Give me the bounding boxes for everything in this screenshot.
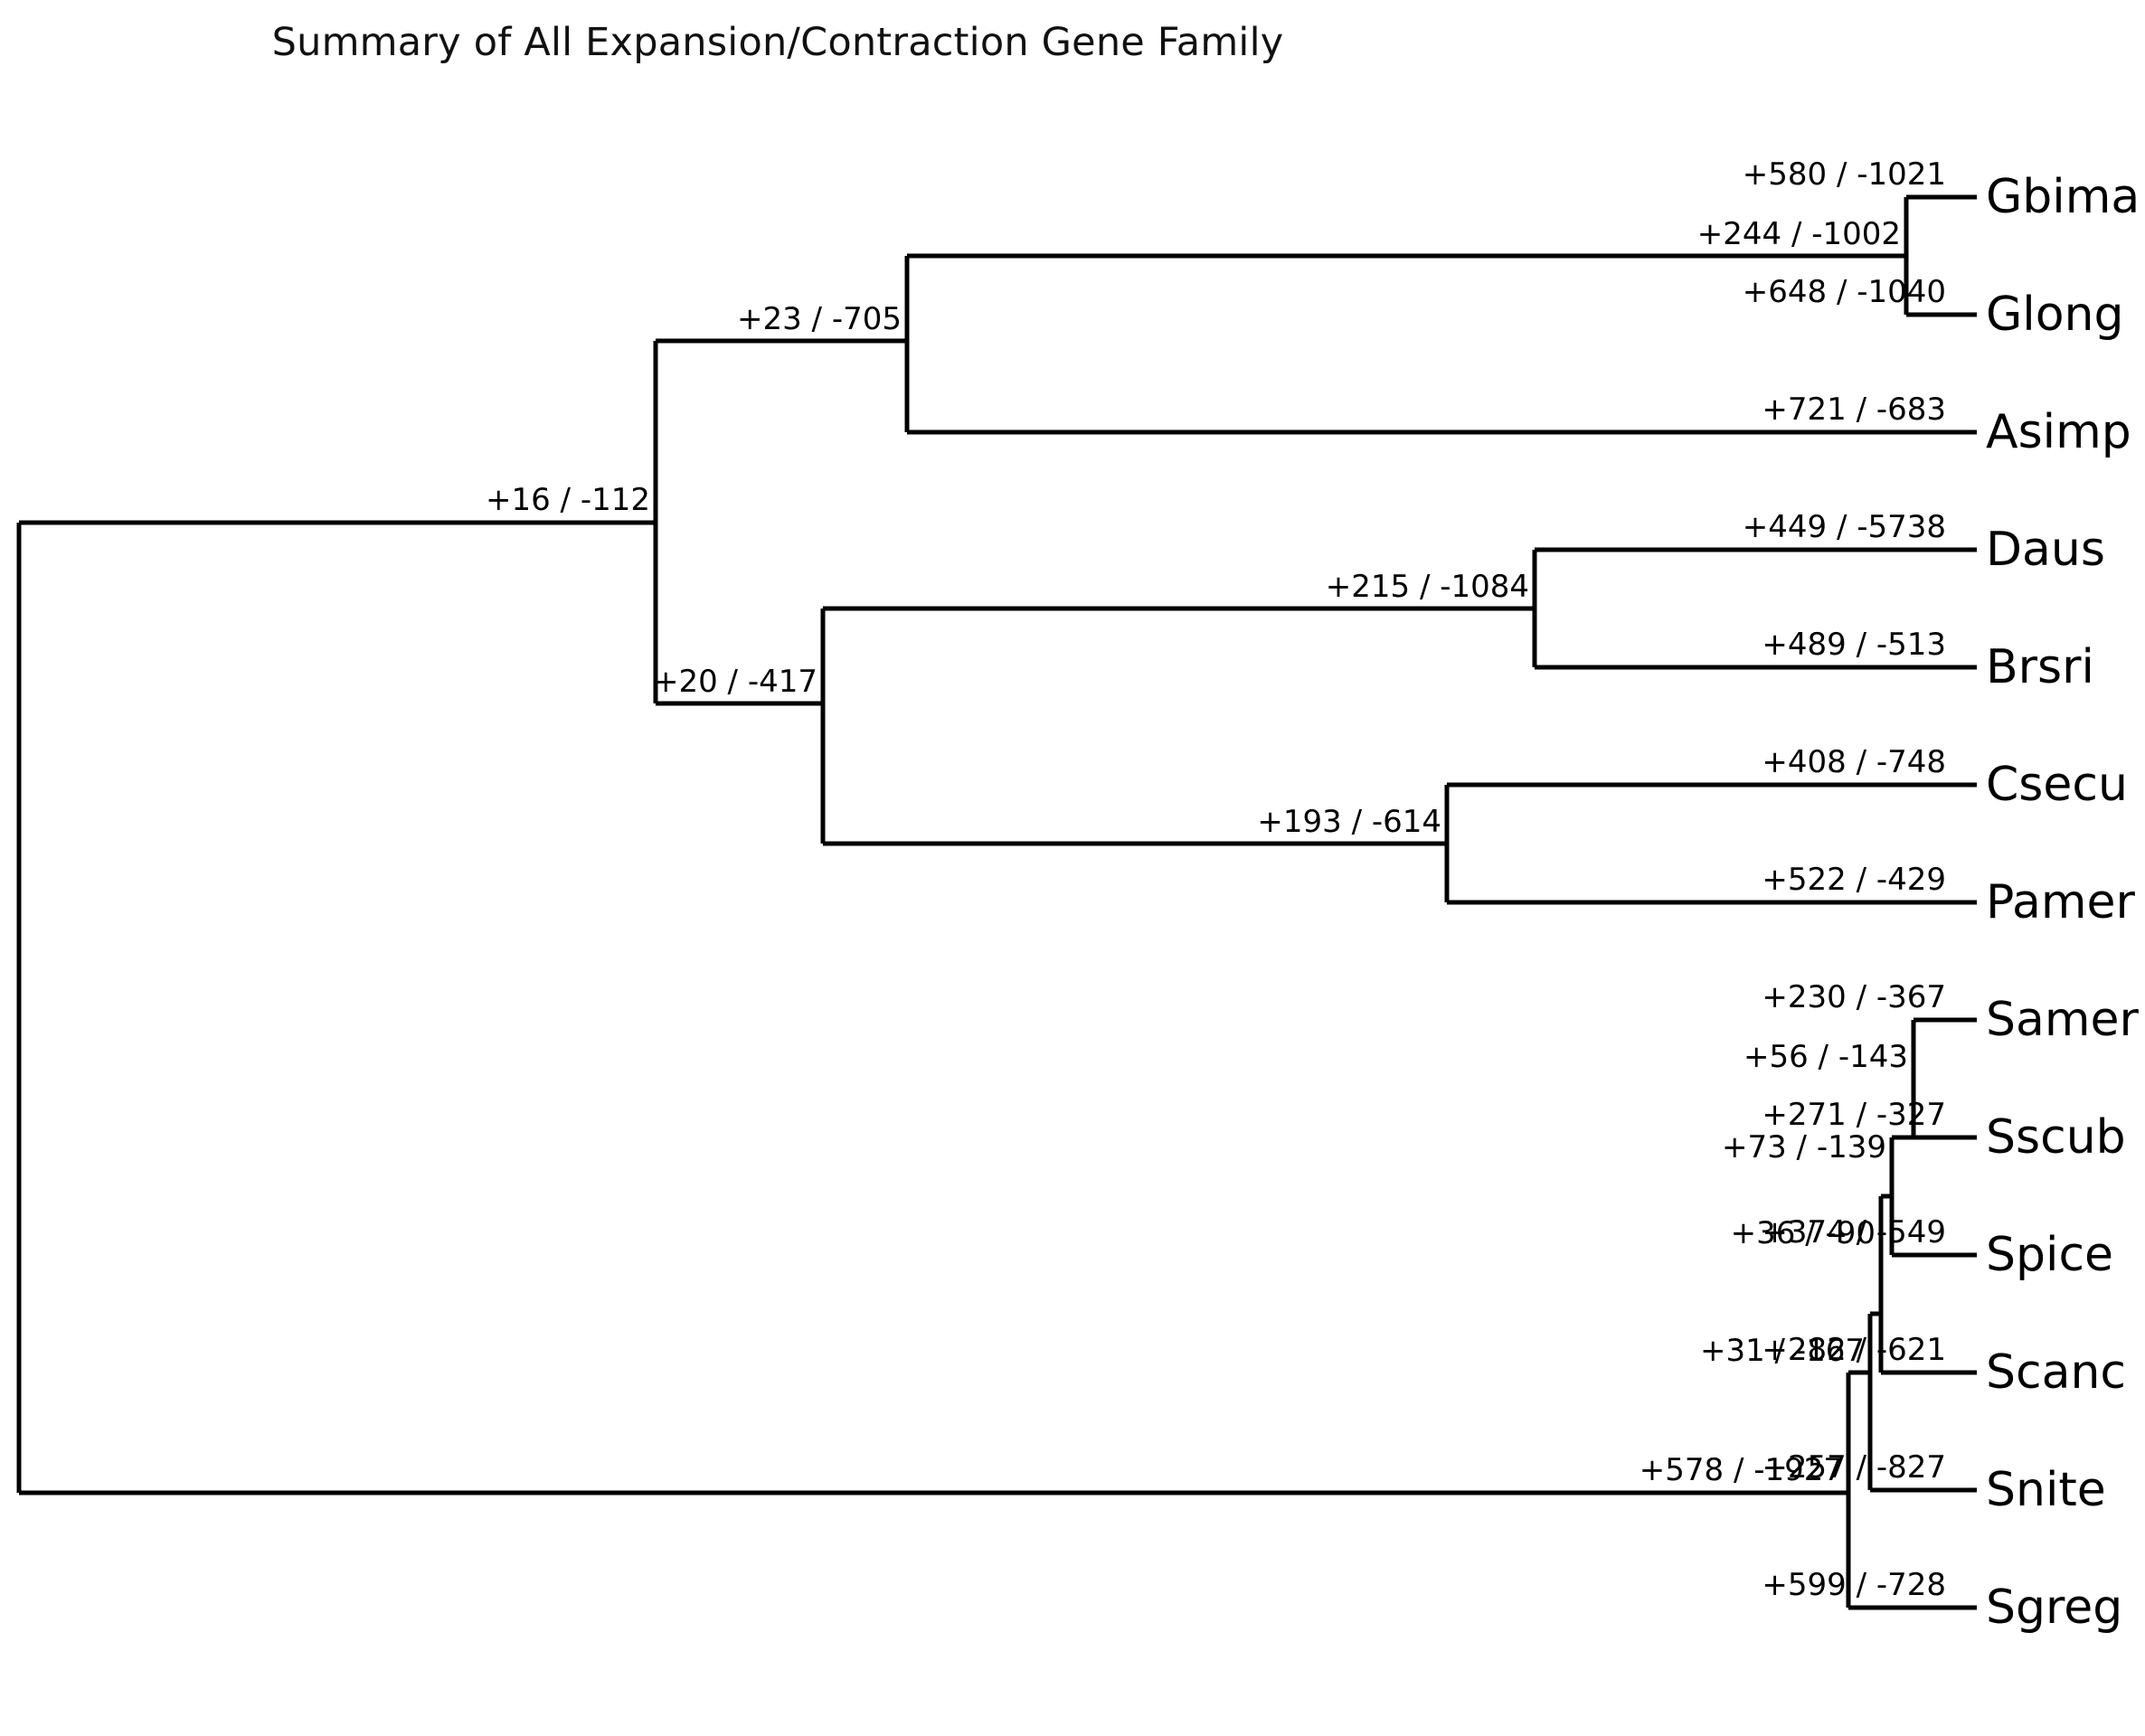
tip-label-csecu: Csecu <box>1986 758 2128 812</box>
tip-label-gbima: Gbima <box>1986 170 2140 224</box>
branch-value-node-root-lower: +578 / -1927 <box>1639 1452 1843 1488</box>
branch-value-node-ss-snite: +31 / -167 <box>1700 1333 1865 1369</box>
branch-value-node-gbima-glong: +244 / -1002 <box>1696 216 1901 252</box>
branch-value-spice: +374 / -549 <box>1762 1214 1946 1250</box>
tip-label-pamer: Pamer <box>1986 875 2135 929</box>
branch-value-node-daus-brsri: +215 / -1084 <box>1325 569 1529 605</box>
branch-value-samer: +230 / -367 <box>1762 979 1946 1015</box>
tip-label-asimp: Asimp <box>1986 405 2131 459</box>
branch-value-sscub: +271 / -327 <box>1762 1097 1946 1133</box>
branch-value-node-ss-spice: +73 / -139 <box>1722 1129 1886 1165</box>
branch-value-glong: +648 / -1040 <box>1742 274 1946 310</box>
tip-label-spice: Spice <box>1986 1228 2114 1282</box>
branch-value-snite: +257 / -827 <box>1762 1449 1946 1486</box>
figure-title: Summary of All Expansion/Contraction Gen… <box>271 20 1284 65</box>
branch-value-pamer: +522 / -429 <box>1762 862 1946 898</box>
branch-value-sgreg: +599 / -728 <box>1762 1567 1946 1603</box>
branch-value-asimp: +721 / -683 <box>1762 392 1946 428</box>
tip-label-sscub: Sscub <box>1986 1110 2126 1165</box>
branch-value-brsri: +489 / -513 <box>1762 627 1946 663</box>
branch-value-daus: +449 / -5738 <box>1742 509 1946 545</box>
branch-value-node-ss-scanc: +36 / -90 <box>1730 1215 1876 1251</box>
tip-label-samer: Samer <box>1986 993 2139 1047</box>
tip-label-snite: Snite <box>1986 1463 2106 1517</box>
branch-value-node-root-upper: +16 / -112 <box>486 482 650 518</box>
branch-value-node-dbcp: +20 / -417 <box>653 664 817 700</box>
branch-value-gbima: +580 / -1021 <box>1742 156 1946 193</box>
tip-label-scanc: Scanc <box>1986 1345 2127 1400</box>
branch-value-scanc: +282 / -621 <box>1762 1332 1946 1368</box>
branch-value-node-samer-sscub: +56 / -143 <box>1743 1039 1908 1075</box>
branch-value-node-csecu-pamer: +193 / -614 <box>1257 804 1441 840</box>
tip-label-daus: Daus <box>1986 523 2105 577</box>
branch-value-node-gba: +23 / -705 <box>737 301 902 337</box>
branch-value-csecu: +408 / -748 <box>1762 744 1946 780</box>
tip-label-brsri: Brsri <box>1986 640 2094 694</box>
tip-label-sgreg: Sgreg <box>1986 1580 2123 1635</box>
tip-label-glong: Glong <box>1986 288 2124 342</box>
